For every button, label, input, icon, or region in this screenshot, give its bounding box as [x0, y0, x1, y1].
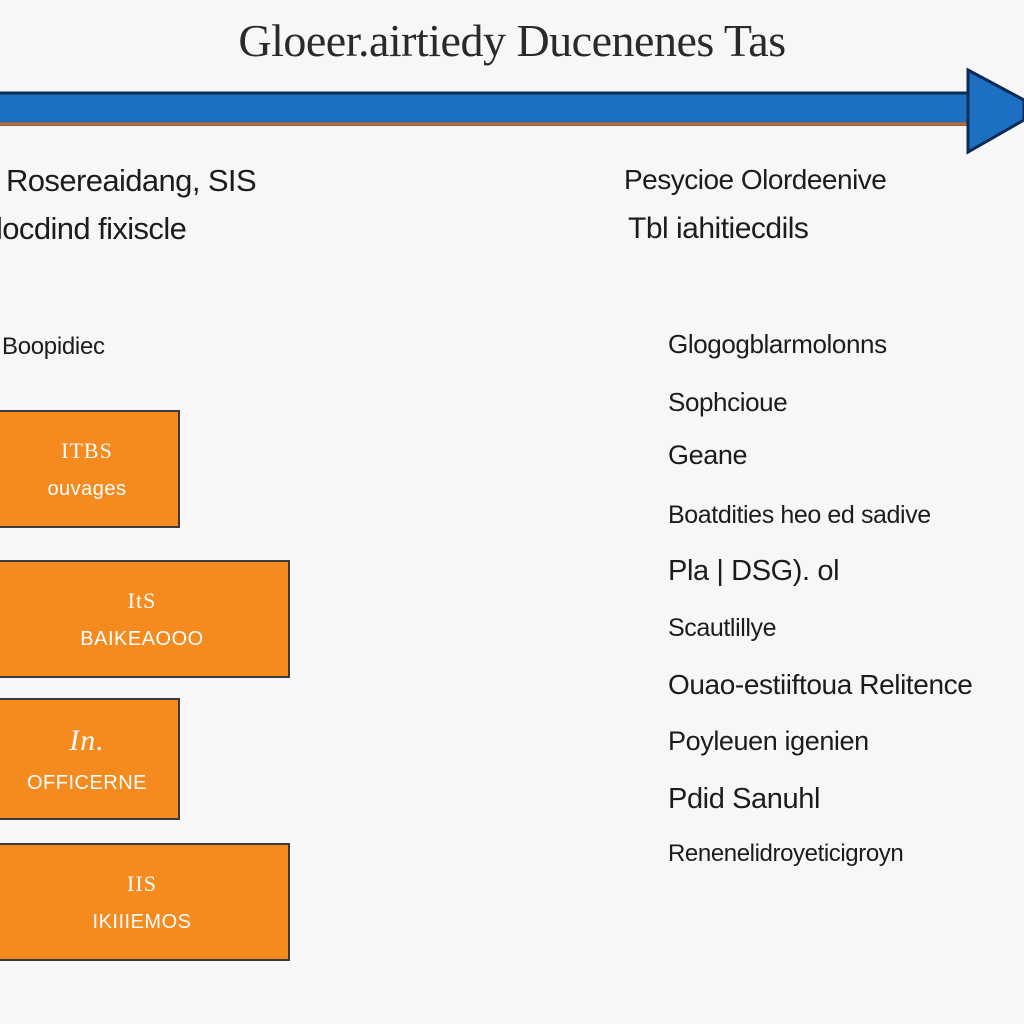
process-box-2: ItS BAIKEAOOO — [0, 560, 290, 678]
list-item: Ouao-estiiftoua Relitence — [668, 669, 973, 700]
process-box-3: In. OFFICERNE — [0, 698, 180, 820]
list-item: Sophcioue — [668, 387, 788, 417]
list-item: Pla | DSG). ol — [668, 555, 840, 587]
list-item: Geane — [668, 440, 748, 470]
list-item: Scautlillye — [668, 614, 777, 642]
process-box-1: ITBS ouvages — [0, 410, 180, 528]
diagram-title: Gloeer.airtiedy Ducenenes Tas — [238, 15, 786, 66]
right-heading-line1: Pesycioe Olordeenive — [624, 164, 887, 195]
right-heading-line2: Tbl iahitiecdils — [628, 212, 809, 245]
box-code: In. — [69, 723, 105, 757]
left-heading-line2: locdind fixiscle — [0, 211, 187, 246]
arrow-head — [966, 67, 1024, 155]
list-item: Boatdities heo ed sadive — [668, 501, 931, 529]
box-label: ouvages — [47, 477, 127, 500]
box-label: OFFICERNE — [26, 771, 148, 794]
process-box-4: IIS IKIIIEMOS — [0, 843, 290, 961]
box-label: IKIIIEMOS — [92, 910, 192, 933]
arrow-shaft — [0, 92, 970, 126]
left-subheading: Boopidiec — [2, 333, 105, 360]
list-item: Pdid Sanuhl — [668, 783, 820, 815]
timeline-arrow — [0, 67, 1024, 155]
left-heading-line1: Rosereaidang, SIS — [6, 163, 257, 198]
list-item: Glogogblarmolonns — [668, 329, 887, 359]
list-item: Poyleuen igenien — [668, 726, 869, 756]
box-label: BAIKEAOOO — [80, 627, 204, 650]
box-code: ITBS — [61, 437, 113, 463]
box-code: IIS — [127, 870, 157, 896]
list-item: Renenelidroyeticigroyn — [668, 840, 904, 867]
box-code: ItS — [127, 587, 157, 613]
